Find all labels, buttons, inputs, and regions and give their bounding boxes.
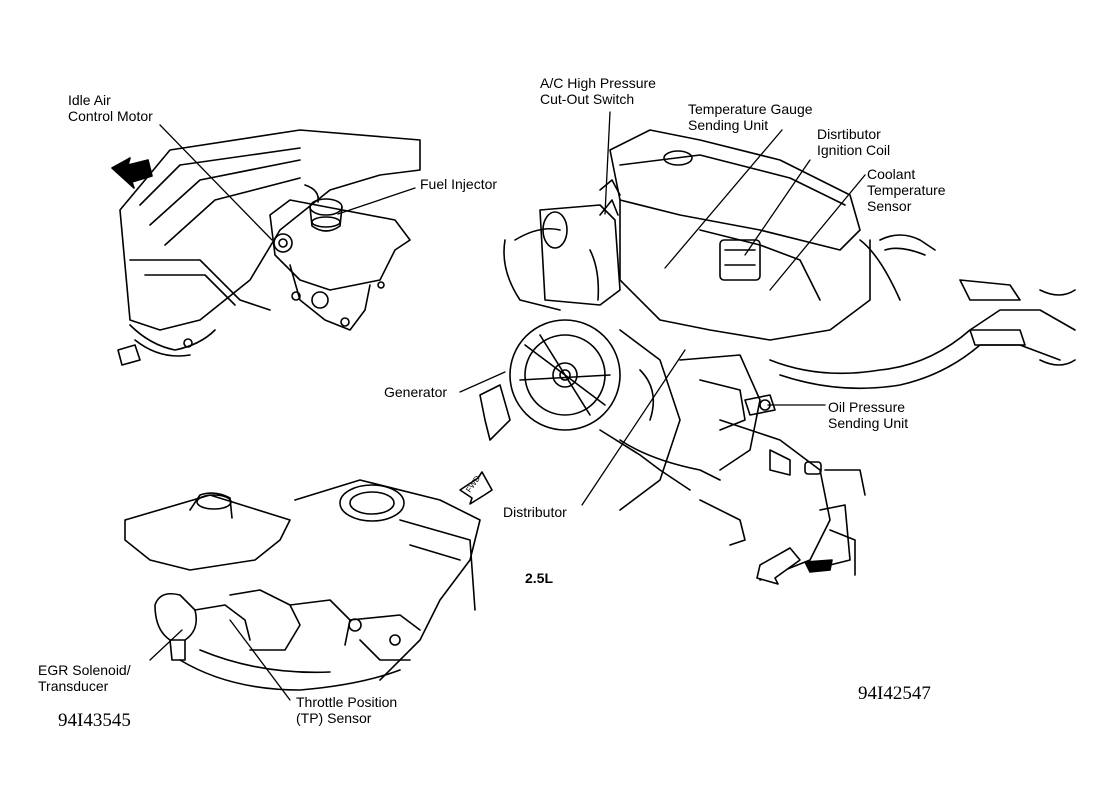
- label-line: Idle Air: [68, 92, 111, 108]
- label-line: EGR Solenoid/: [38, 662, 131, 678]
- label-throttle-position-sensor: Throttle Position (TP) Sensor: [296, 694, 397, 726]
- label-line: Sensor: [867, 198, 912, 214]
- label-egr-solenoid-transducer: EGR Solenoid/ Transducer: [38, 662, 131, 694]
- label-engine-size: 2.5L: [525, 570, 554, 586]
- label-line: Sending Unit: [688, 117, 769, 133]
- label-line: Disrtibutor: [817, 126, 881, 142]
- leader-distributor: [581, 349, 686, 506]
- label-line: A/C High Pressure: [540, 75, 656, 91]
- label-line: (TP) Sensor: [296, 710, 372, 726]
- egr-tp-view: [124, 479, 481, 701]
- leader-coolant-sensor: [769, 174, 866, 291]
- label-line: Sending Unit: [828, 415, 909, 431]
- leader-ac-switch: [604, 111, 611, 215]
- label-line: Cut-Out Switch: [540, 91, 635, 107]
- label-idle-air-control-motor: Idle Air Control Motor: [68, 92, 153, 124]
- label-temperature-gauge-sending-unit: Temperature Gauge Sending Unit: [688, 101, 813, 133]
- leader-tp: [229, 619, 291, 701]
- label-generator: Generator: [384, 384, 448, 400]
- label-line: Throttle Position: [296, 694, 398, 710]
- label-line: Control Motor: [68, 108, 153, 124]
- label-oil-pressure-sending-unit: Oil Pressure Sending Unit: [828, 399, 908, 431]
- label-line: Oil Pressure: [828, 399, 906, 415]
- leader-idle-air: [159, 124, 273, 241]
- label-ac-high-pressure-switch: A/C High Pressure Cut-Out Switch: [540, 75, 656, 107]
- engine-2-5l-view: [459, 111, 1076, 585]
- leader-generator: [459, 371, 506, 393]
- leader-temp-gauge: [664, 129, 783, 269]
- throttle-body-view: [111, 124, 421, 366]
- figure-code-left: 94I43545: [58, 710, 131, 731]
- label-line: Temperature: [867, 182, 946, 198]
- figure-code-right: 94I42547: [858, 683, 931, 704]
- label-line: Ignition Coil: [817, 142, 891, 158]
- label-line: Coolant: [867, 166, 916, 182]
- label-line: Transducer: [38, 678, 109, 694]
- label-distributor: Distributor: [503, 504, 567, 520]
- label-distributor-ignition-coil: Disrtibutor Ignition Coil: [817, 126, 890, 158]
- leader-ignition-coil: [744, 159, 811, 256]
- label-fuel-injector: Fuel Injector: [420, 176, 498, 192]
- label-coolant-temperature-sensor: Coolant Temperature Sensor: [867, 166, 946, 214]
- leader-egr: [149, 629, 183, 661]
- leader-fuel-injector: [337, 187, 416, 215]
- label-line: Temperature Gauge: [688, 101, 813, 117]
